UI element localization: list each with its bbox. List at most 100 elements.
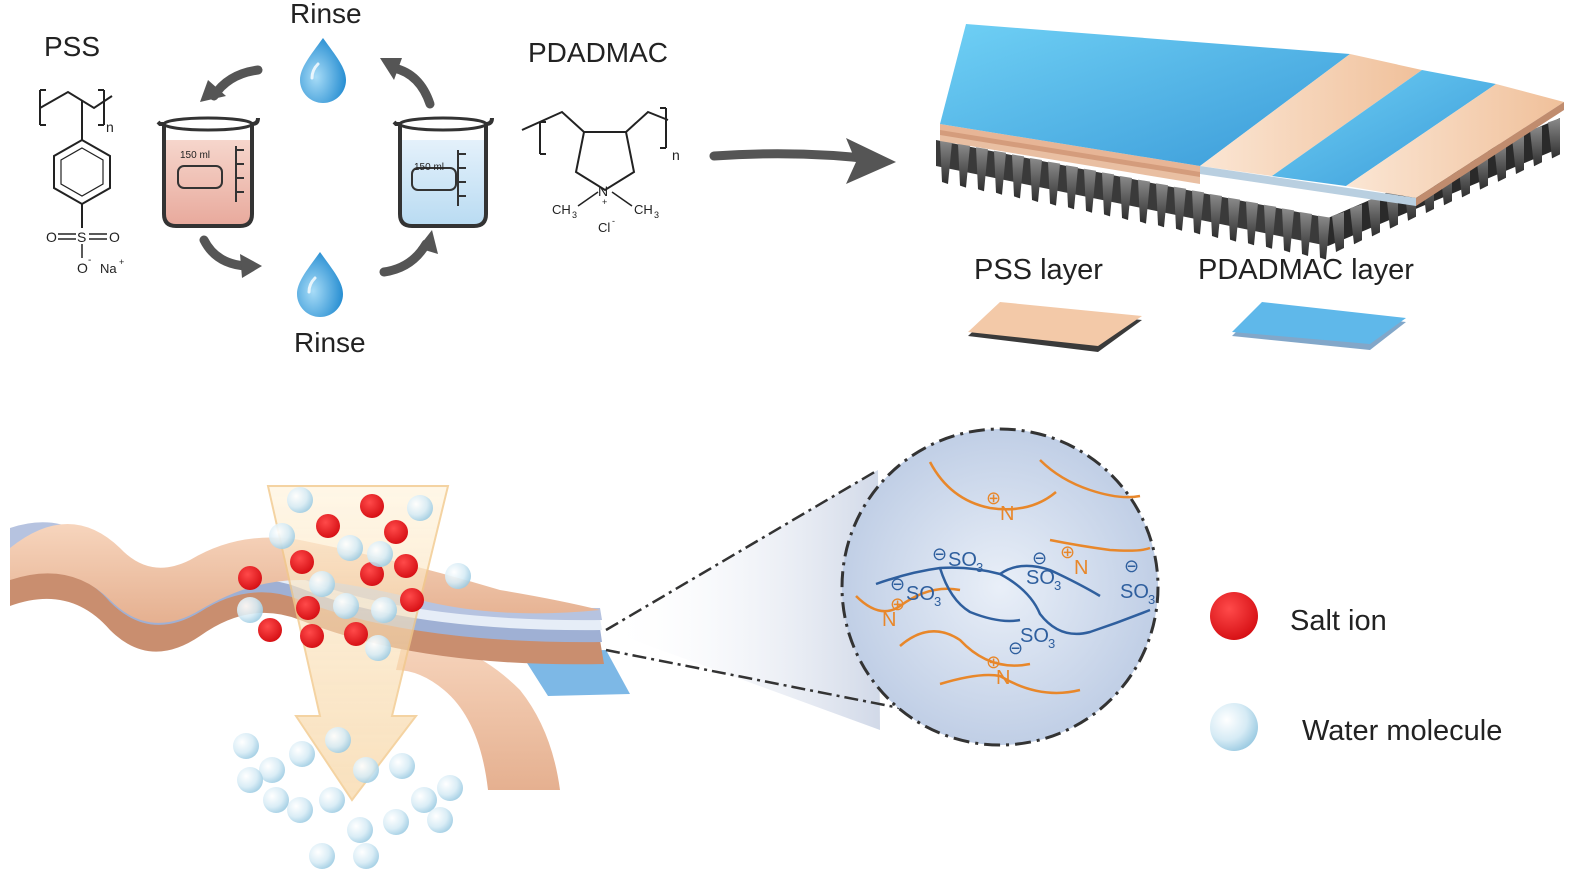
water-molecule [389, 753, 415, 779]
cycle-arrowheads [200, 58, 438, 278]
zoom-cone [605, 468, 931, 730]
substrate-ridge [1048, 161, 1060, 206]
substrate-ridge [958, 143, 970, 188]
water-molecule [411, 787, 437, 813]
pdadmac-cl: Cl [598, 220, 610, 235]
zoom-so3-2: SO [906, 583, 935, 605]
water-molecule [237, 597, 263, 623]
salt-ion [296, 596, 320, 620]
water-molecule [337, 535, 363, 561]
cycle-arrow-top-right [389, 63, 435, 109]
pdadmac-label: PDADMAC [528, 37, 668, 68]
pss-na-plus: + [119, 257, 124, 267]
water-molecule [437, 775, 463, 801]
lbl-membrane [936, 24, 1564, 260]
salt-ion [394, 554, 418, 578]
salt-ion [344, 622, 368, 646]
water-molecule [407, 495, 433, 521]
pdadmac-structure: PDADMAC n N + CH 3 CH 3 Cl - [521, 37, 680, 235]
zoom-so3-5: SO [1120, 581, 1149, 603]
substrate-ridge [1138, 179, 1150, 224]
water-molecules [233, 487, 471, 869]
zoom-n-2: N [1074, 557, 1088, 579]
salt-ion [360, 494, 384, 518]
zoom-n-1: N [1000, 503, 1014, 525]
substrate-ridge [1350, 204, 1362, 245]
water-molecule [237, 767, 263, 793]
pss-o-minus: O [77, 260, 88, 276]
substrate-ridge [1228, 197, 1240, 242]
substrate-ridge [1192, 190, 1204, 235]
water-molecule [333, 593, 359, 619]
pss-o-left: O [46, 229, 57, 245]
water-molecule [371, 597, 397, 623]
water-molecule [383, 809, 409, 835]
zoom-so3-3-sub: 3 [1054, 578, 1061, 593]
water-drop-icon-top [300, 38, 346, 103]
membrane-pss-strip [1200, 54, 1422, 176]
pss-n: n [106, 119, 114, 135]
substrate-ridge [1264, 204, 1276, 249]
water-molecule [347, 817, 373, 843]
membrane-pdadmac-strip [1272, 70, 1496, 186]
zoom-so3-4-sub: 3 [1048, 636, 1055, 651]
water-molecule [445, 563, 471, 589]
pdadmac-n: n [672, 147, 680, 163]
substrate-ridge [1066, 165, 1078, 210]
zoom-plus-3: ⊕ [890, 594, 905, 614]
water-molecule [309, 571, 335, 597]
zoom-so3-3: SO [1026, 567, 1055, 589]
water-molecule [353, 757, 379, 783]
cycle-arrow-bottom-left [199, 235, 251, 271]
zoom-so3-1: SO [948, 549, 977, 571]
pdadmac-ch3-left: CH [552, 202, 571, 217]
pdadmac-ch3-right-sub: 3 [654, 210, 659, 220]
substrate-ridge [940, 140, 952, 184]
water-molecule [289, 741, 315, 767]
water-molecule [287, 797, 313, 823]
zoom-so3-1-sub: 3 [976, 560, 983, 575]
water-molecule-icon [1210, 703, 1258, 751]
water-molecule [319, 787, 345, 813]
rinse-label-top: Rinse [290, 0, 362, 29]
substrate-ridge [1210, 194, 1222, 238]
zoom-plus-4: ⊕ [986, 652, 1001, 672]
water-molecule [233, 733, 259, 759]
pdadmac-cl-minus: - [612, 216, 615, 226]
pss-na: Na [100, 261, 117, 276]
pss-minus: - [88, 255, 91, 266]
pss-o-right: O [109, 229, 120, 245]
water-molecule [259, 757, 285, 783]
substrate-ridge [1120, 176, 1132, 220]
salt-ion [290, 550, 314, 574]
water-molecule [427, 807, 453, 833]
substrate-ridge [1300, 212, 1312, 256]
water-drop-icon-bottom [297, 252, 343, 317]
zoom-plus-2: ⊕ [1060, 542, 1075, 562]
substrate-ridge [1530, 126, 1542, 167]
zoom-minus-1: ⊖ [932, 544, 947, 564]
substrate-ridge [1368, 196, 1380, 237]
zoom-so3-4: SO [1020, 625, 1049, 647]
substrate-ridge [1282, 208, 1294, 253]
pss-structure: PSS n O S O O - Na + [39, 31, 124, 276]
beaker-pss: 150 ml [156, 116, 260, 228]
substrate-ridge [1512, 134, 1524, 174]
substrate-ridge [1084, 168, 1096, 213]
substrate-ridge [1318, 215, 1330, 260]
salt-ion-label: Salt ion [1290, 605, 1387, 637]
salt-ions [238, 494, 424, 648]
salt-ion [316, 514, 340, 538]
water-molecule [269, 523, 295, 549]
zoom-minus-4: ⊖ [1008, 638, 1023, 658]
salt-ion [258, 618, 282, 642]
pss-label: PSS [44, 31, 100, 62]
pss-layer-label: PSS layer [974, 254, 1103, 286]
zoom-so3-2-sub: 3 [934, 594, 941, 609]
water-molecule [263, 787, 289, 813]
water-molecule [353, 843, 379, 869]
rinse-label-bottom: Rinse [294, 327, 366, 358]
substrate-ridges [940, 118, 1560, 260]
substrate-ridge [1174, 186, 1186, 231]
